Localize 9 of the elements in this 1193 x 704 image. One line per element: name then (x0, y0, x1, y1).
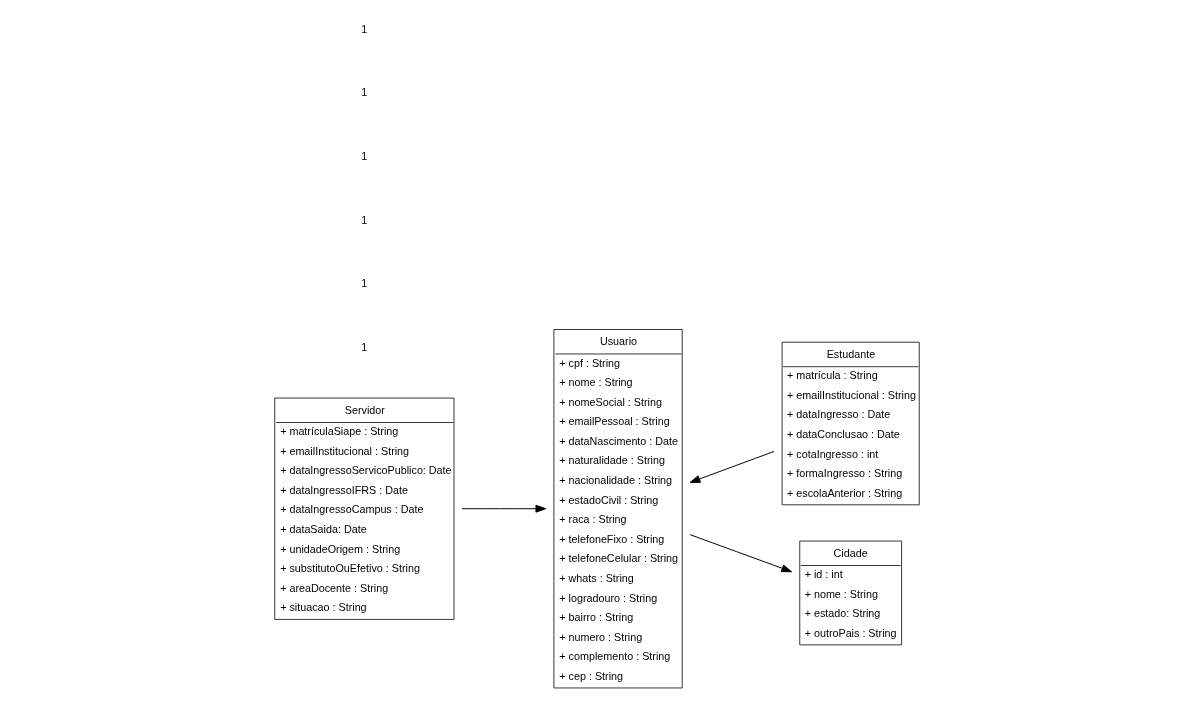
label: 1 (360, 86, 367, 99)
arrow (689, 450, 775, 483)
label: 1 (360, 22, 367, 35)
label: 1 (360, 149, 367, 162)
label: 1 (360, 277, 367, 290)
arrow (460, 504, 546, 513)
label: 1 (360, 213, 367, 226)
label: 1 (360, 340, 367, 353)
arrow (689, 534, 792, 573)
